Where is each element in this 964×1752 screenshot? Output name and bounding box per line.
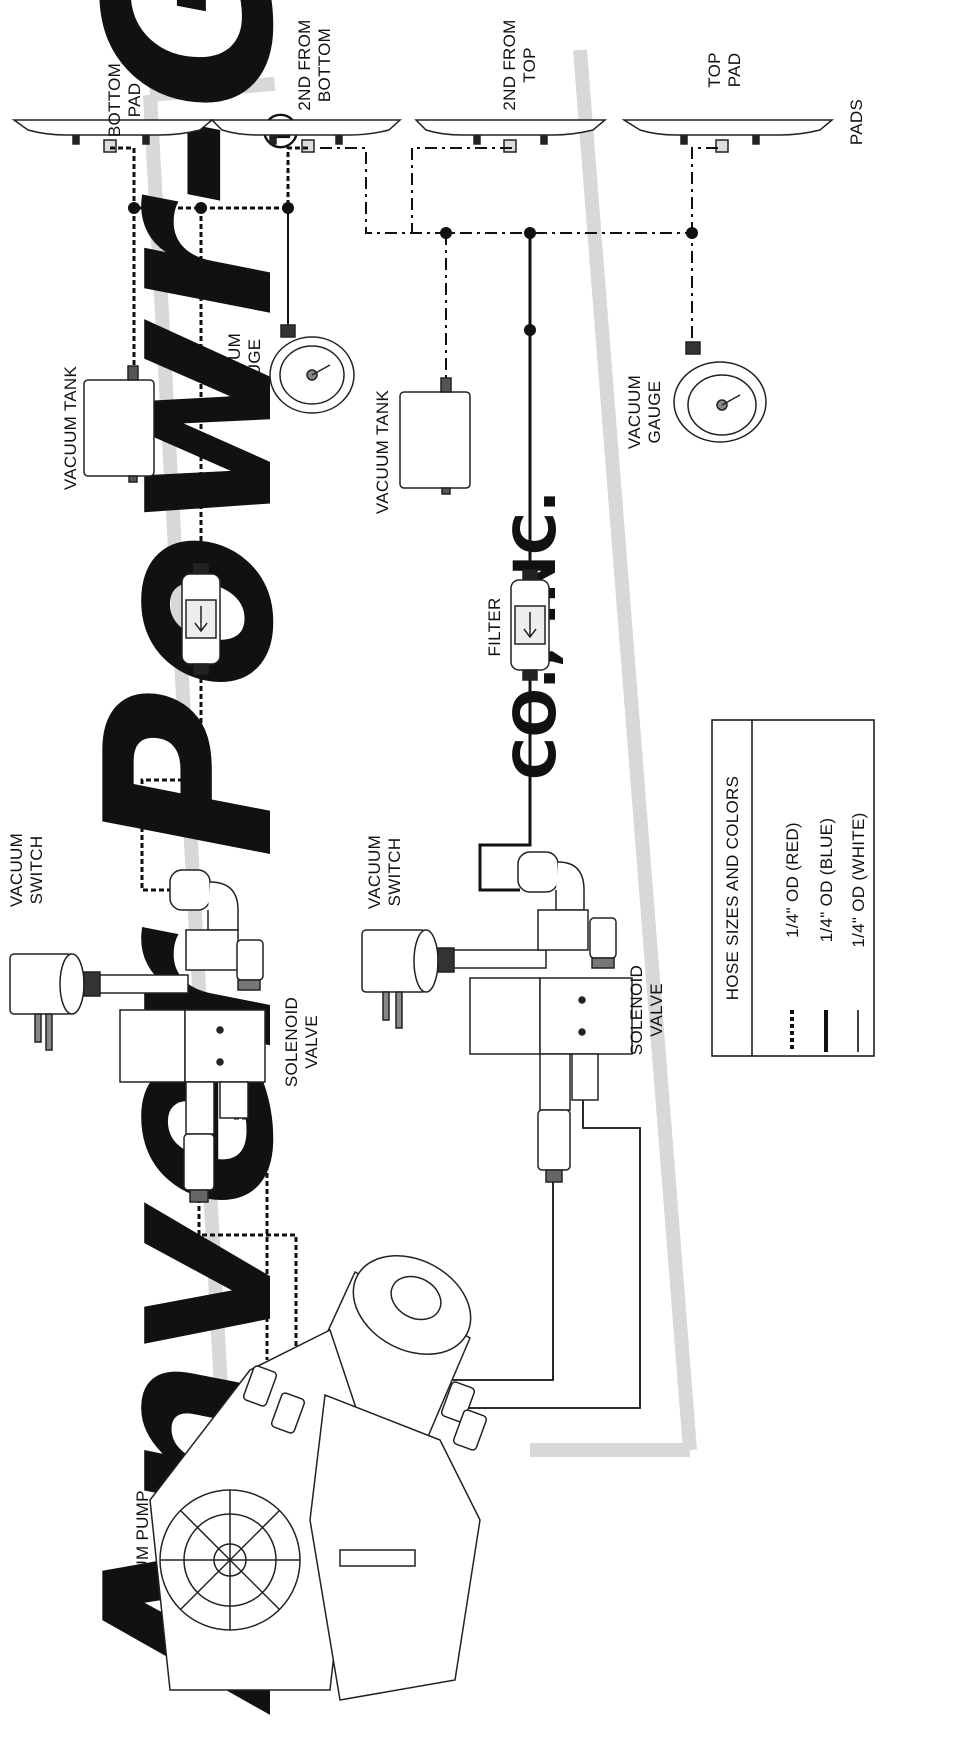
vacuum-pump-label: VACUUM PUMP bbox=[133, 1490, 152, 1620]
vacuum-switch-left bbox=[9, 953, 189, 1051]
legend-item-red: 1/4" OD (RED) bbox=[783, 822, 802, 938]
top-pad bbox=[621, 119, 835, 153]
vacuum-tank-left bbox=[83, 365, 155, 483]
second-from-top-pad bbox=[414, 119, 608, 153]
vacuum-gauge-left-label-line1: VACUUM bbox=[225, 333, 244, 407]
blue-hose-circuit bbox=[478, 233, 532, 892]
legend-title: HOSE SIZES AND COLORS bbox=[723, 776, 742, 1001]
bottom-pad-label-line2: PAD bbox=[125, 83, 144, 118]
diagram-labels: BOTTOM PAD 2ND FROM BOTTOM 2ND FROM TOP … bbox=[7, 19, 868, 1619]
top-pad-label-line1: TOP bbox=[705, 52, 724, 88]
vacuum-gauge-left-label-line2: GAUGE bbox=[245, 339, 264, 402]
vacuum-gauge-left bbox=[269, 324, 355, 414]
legend-frame bbox=[711, 719, 875, 1057]
bottom-pad bbox=[11, 119, 215, 153]
second-from-bottom-label-line1: 2ND FROM bbox=[295, 19, 314, 110]
hose-junctions bbox=[128, 202, 698, 336]
filter-right bbox=[510, 569, 550, 681]
vacuum-gauge-right-label-line2: GAUGE bbox=[645, 381, 664, 444]
solenoid-valve-left-label-line2: VALVE bbox=[302, 1015, 321, 1069]
second-from-top-label-line1: 2ND FROM bbox=[500, 19, 519, 110]
pads-row bbox=[11, 119, 835, 153]
solenoid-valve-right-label-line2: VALVE bbox=[647, 983, 666, 1037]
legend-item-white: 1/4" OD (WHITE) bbox=[849, 812, 868, 947]
vacuum-gauge-right bbox=[673, 341, 767, 443]
solenoid-valve-left bbox=[119, 869, 266, 1203]
vacuum-gauge-right-label-line1: VACUUM bbox=[625, 375, 644, 449]
vacuum-tank-left-label: VACUUM TANK bbox=[61, 366, 80, 491]
second-from-top-label-line2: TOP bbox=[520, 47, 539, 83]
right-dashdot-circuit bbox=[320, 147, 718, 380]
second-from-bottom-pad bbox=[210, 119, 402, 153]
vacuum-switch-right-label-line2: SWITCH bbox=[385, 838, 404, 907]
filter-left bbox=[181, 563, 221, 675]
vacuum-pump bbox=[149, 1254, 488, 1701]
bottom-pad-label-line1: BOTTOM bbox=[105, 63, 124, 137]
hose-legend bbox=[711, 719, 875, 1057]
top-pad-label-line2: PAD bbox=[725, 53, 744, 88]
second-from-bottom-label-line2: BOTTOM bbox=[315, 28, 334, 102]
vacuum-tank-right-label: VACUUM TANK bbox=[373, 390, 392, 515]
vacuum-switch-right-label-line1: VACUUM bbox=[365, 835, 384, 909]
filter-right-label: FILTER bbox=[485, 597, 504, 656]
legend-item-blue: 1/4" OD (BLUE) bbox=[817, 818, 836, 943]
white-hose-circuit bbox=[450, 1100, 641, 1409]
vacuum-tank-right bbox=[399, 377, 471, 495]
vacuum-switch-left-label-line2: SWITCH bbox=[27, 836, 46, 905]
vacuum-switch-left-label-line1: VACUUM bbox=[7, 833, 26, 907]
pads-group-label: PADS bbox=[847, 99, 866, 145]
hose-lines bbox=[110, 146, 718, 1409]
solenoid-valve-right-label-line1: SOLENOID bbox=[627, 965, 646, 1055]
solenoid-valve-left-label-line1: SOLENOID bbox=[282, 997, 301, 1087]
vacuum-switch-right bbox=[361, 929, 547, 1029]
solenoid-valve-right bbox=[469, 851, 633, 1183]
filter-left-label: FILTER bbox=[155, 590, 174, 649]
